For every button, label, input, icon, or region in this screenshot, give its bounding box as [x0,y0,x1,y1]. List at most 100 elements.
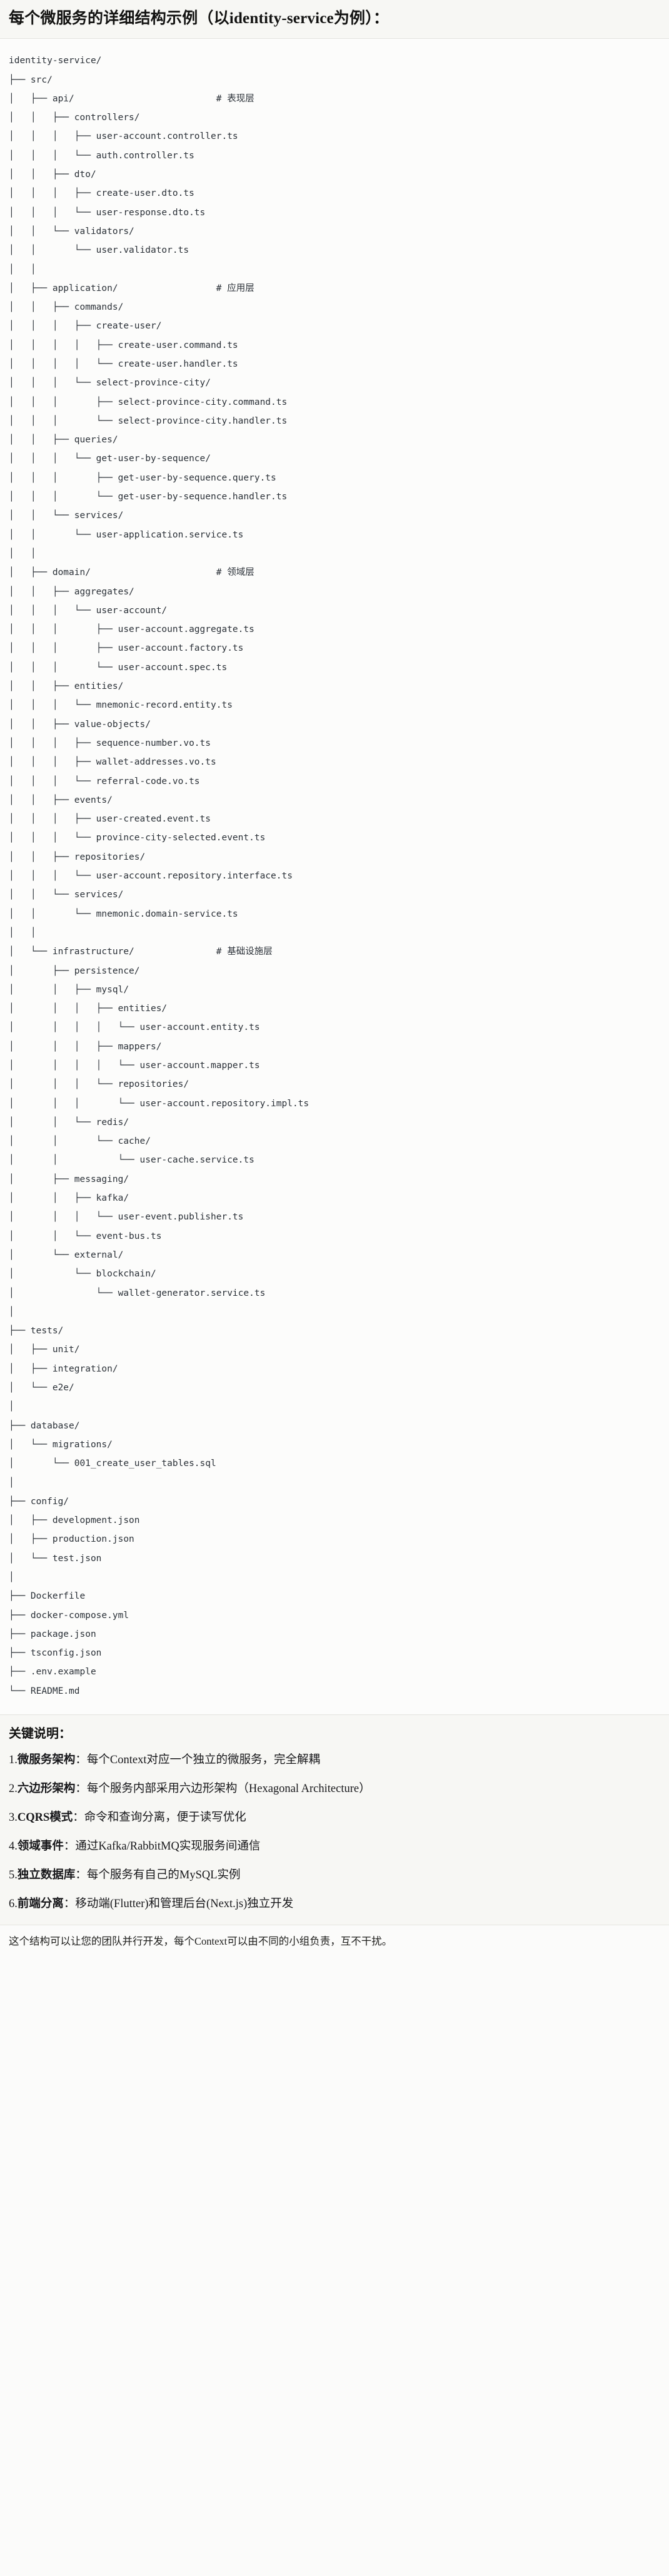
tree-line: │ │ │ └── referral-code.vo.ts [9,776,200,787]
tree-line: │ │ │ ├── user-account.controller.ts [9,131,238,142]
tree-line: ├── tests/ [9,1326,64,1336]
tree-line: │ │ ├── queries/ [9,435,118,445]
key-note-body: ：移动端(Flutter)和管理后台(Next.js)独立开发 [63,1897,294,1910]
tree-line: ├── .env.example [9,1667,96,1677]
tree-line: └── README.md [9,1686,80,1696]
tree-line: │ └── 001_create_user_tables.sql [9,1459,216,1469]
tree-line: │ │ ├── repositories/ [9,852,146,862]
tree-line: │ ├── development.json [9,1515,140,1526]
tree-line: │ ├── api/ # 表现层 [9,93,254,104]
tree-line: │ │ │ └── repositories/ [9,1079,189,1090]
tree-line: │ │ │ └── select-province-city.handler.t… [9,415,288,426]
tree-line: │ │ │ └── get-user-by-sequence/ [9,454,211,464]
directory-tree-block: identity-service/├── src/│ ├── api/ # 表现… [0,39,669,1716]
tree-line: │ [9,1572,14,1582]
tree-line: │ └── e2e/ [9,1383,74,1393]
tree-line: │ │ │ ├── user-account.factory.ts [9,643,244,654]
tree-line: │ │ ├── events/ [9,795,113,805]
tree-line: │ │ │ │ ├── create-user.command.ts [9,340,238,350]
tree-line: │ │ │ ├── sequence-number.vo.ts [9,738,211,748]
tree-line: │ │ │ ├── user-account.aggregate.ts [9,624,254,635]
tree-line: │ ├── messaging/ [9,1174,129,1184]
tree-line: │ │ └── event-bus.ts [9,1231,162,1241]
tree-line: │ │ └── user.validator.ts [9,245,189,256]
tree-line: │ │ │ ├── create-user.dto.ts [9,188,194,199]
key-note-body: ：命令和查询分离，便于读写优化 [73,1811,246,1825]
tree-line: ├── Dockerfile [9,1591,86,1602]
key-note-term: 前端分离 [17,1897,64,1910]
key-note-item: 6.前端分离：移动端(Flutter)和管理后台(Next.js)独立开发 [9,1896,660,1912]
tree-line: │ ├── persistence/ [9,965,140,976]
tree-line: │ │ ├── entities/ [9,681,124,692]
tree-line: │ │ │ └── get-user-by-sequence.handler.t… [9,492,288,502]
tree-line: │ │ └── mnemonic.domain-service.ts [9,909,238,919]
tree-line: │ │ │ └── user-account.repository.interf… [9,871,293,882]
tree-line: │ │ ├── kafka/ [9,1193,129,1204]
tree-line: │ │ │ ├── create-user/ [9,321,162,332]
key-notes-block: 关键说明： 1.微服务架构：每个Context对应一个独立的微服务，完全解耦 2.… [0,1715,669,1925]
tree-line: │ ├── application/ # 应用层 [9,283,254,293]
key-note-body: ：通过Kafka/RabbitMQ实现服务间通信 [63,1840,261,1853]
tree-line: │ │ └── services/ [9,511,124,521]
key-note-term: 微服务架构 [17,1754,76,1767]
tree-line: │ │ └── validators/ [9,226,134,237]
tree-line: │ │ │ └── user-response.dto.ts [9,207,206,218]
tree-line: ├── tsconfig.json [9,1648,102,1659]
key-note-item: 2.六边形架构：每个服务内部采用六边形架构（Hexagonal Architec… [9,1781,660,1797]
tree-line: │ │ │ └── user-account.spec.ts [9,662,228,673]
key-note-term: 独立数据库 [17,1868,76,1881]
tree-line: │ │ [9,927,36,938]
tree-line: │ │ │ ├── get-user-by-sequence.query.ts [9,472,276,483]
tree-line: │ └── migrations/ [9,1439,113,1450]
page-title: 每个微服务的详细结构示例（以identity-service为例）： [9,10,390,27]
tree-line: │ ├── production.json [9,1534,134,1545]
tree-line: │ │ │ │ └── user-account.mapper.ts [9,1060,260,1071]
key-note-body: ：每个服务有自己的MySQL实例 [75,1868,241,1881]
tree-line: │ ├── unit/ [9,1345,80,1355]
summary-text: 这个结构可以让您的团队并行开发，每个Context可以由不同的小组负责，互不干扰… [9,1935,393,1947]
tree-line: │ │ │ ├── mappers/ [9,1041,162,1052]
tree-line: │ │ ├── aggregates/ [9,586,134,597]
tree-line: ├── src/ [9,74,53,85]
directory-tree: identity-service/├── src/│ ├── api/ # 表现… [9,51,660,1701]
tree-line: │ │ └── redis/ [9,1117,129,1128]
key-note-index: 5. [9,1868,18,1881]
key-note-term: 六边形架构 [17,1783,76,1796]
summary-block: 这个结构可以让您的团队并行开发，每个Context可以由不同的小组负责，互不干扰… [0,1925,669,1959]
tree-line: │ │ │ └── user-account/ [9,605,168,616]
key-notes-title: 关键说明： [9,1727,71,1741]
tree-line: ├── package.json [9,1629,96,1639]
tree-line: │ [9,1306,14,1317]
tree-line: │ │ │ └── select-province-city/ [9,378,211,389]
tree-line: │ └── wallet-generator.service.ts [9,1288,266,1298]
tree-line: │ │ ├── dto/ [9,170,96,180]
tree-line: ├── config/ [9,1496,69,1507]
tree-line: │ └── infrastructure/ # 基础设施层 [9,947,273,957]
key-notes-list: 1.微服务架构：每个Context对应一个独立的微服务，完全解耦 2.六边形架构：… [9,1753,660,1912]
tree-line: │ │ │ ├── user-created.event.ts [9,814,211,825]
tree-line: ├── docker-compose.yml [9,1610,129,1621]
tree-line: │ │ │ │ └── user-account.entity.ts [9,1022,260,1033]
tree-line: │ │ │ ├── wallet-addresses.vo.ts [9,757,216,768]
document-page: 每个微服务的详细结构示例（以identity-service为例）： ident… [0,10,669,1959]
tree-line: │ └── blockchain/ [9,1269,156,1280]
key-note-item: 1.微服务架构：每个Context对应一个独立的微服务，完全解耦 [9,1753,660,1768]
tree-line: │ │ │ │ └── create-user.handler.ts [9,359,238,369]
tree-line: │ │ ├── commands/ [9,302,124,313]
tree-line: │ [9,1402,14,1412]
key-note-item: 5.独立数据库：每个服务有自己的MySQL实例 [9,1868,660,1883]
tree-line: │ ├── domain/ # 领域层 [9,568,254,578]
key-note-index: 3. [9,1811,18,1825]
tree-line: │ │ └── services/ [9,890,124,900]
tree-line: │ │ [9,264,36,275]
key-note-body: ：每个服务内部采用六边形架构（Hexagonal Architecture） [75,1783,371,1796]
tree-line: │ │ ├── mysql/ [9,984,129,995]
key-note-index: 1. [9,1754,18,1767]
tree-line: │ │ ├── controllers/ [9,113,140,123]
key-note-index: 6. [9,1897,18,1910]
key-note-term: CQRS模式 [17,1811,73,1825]
key-note-item: 4.领域事件：通过Kafka/RabbitMQ实现服务间通信 [9,1839,660,1855]
tree-line: │ │ │ └── auth.controller.ts [9,150,194,161]
tree-line: │ └── test.json [9,1553,102,1564]
tree-line: │ └── external/ [9,1250,124,1260]
